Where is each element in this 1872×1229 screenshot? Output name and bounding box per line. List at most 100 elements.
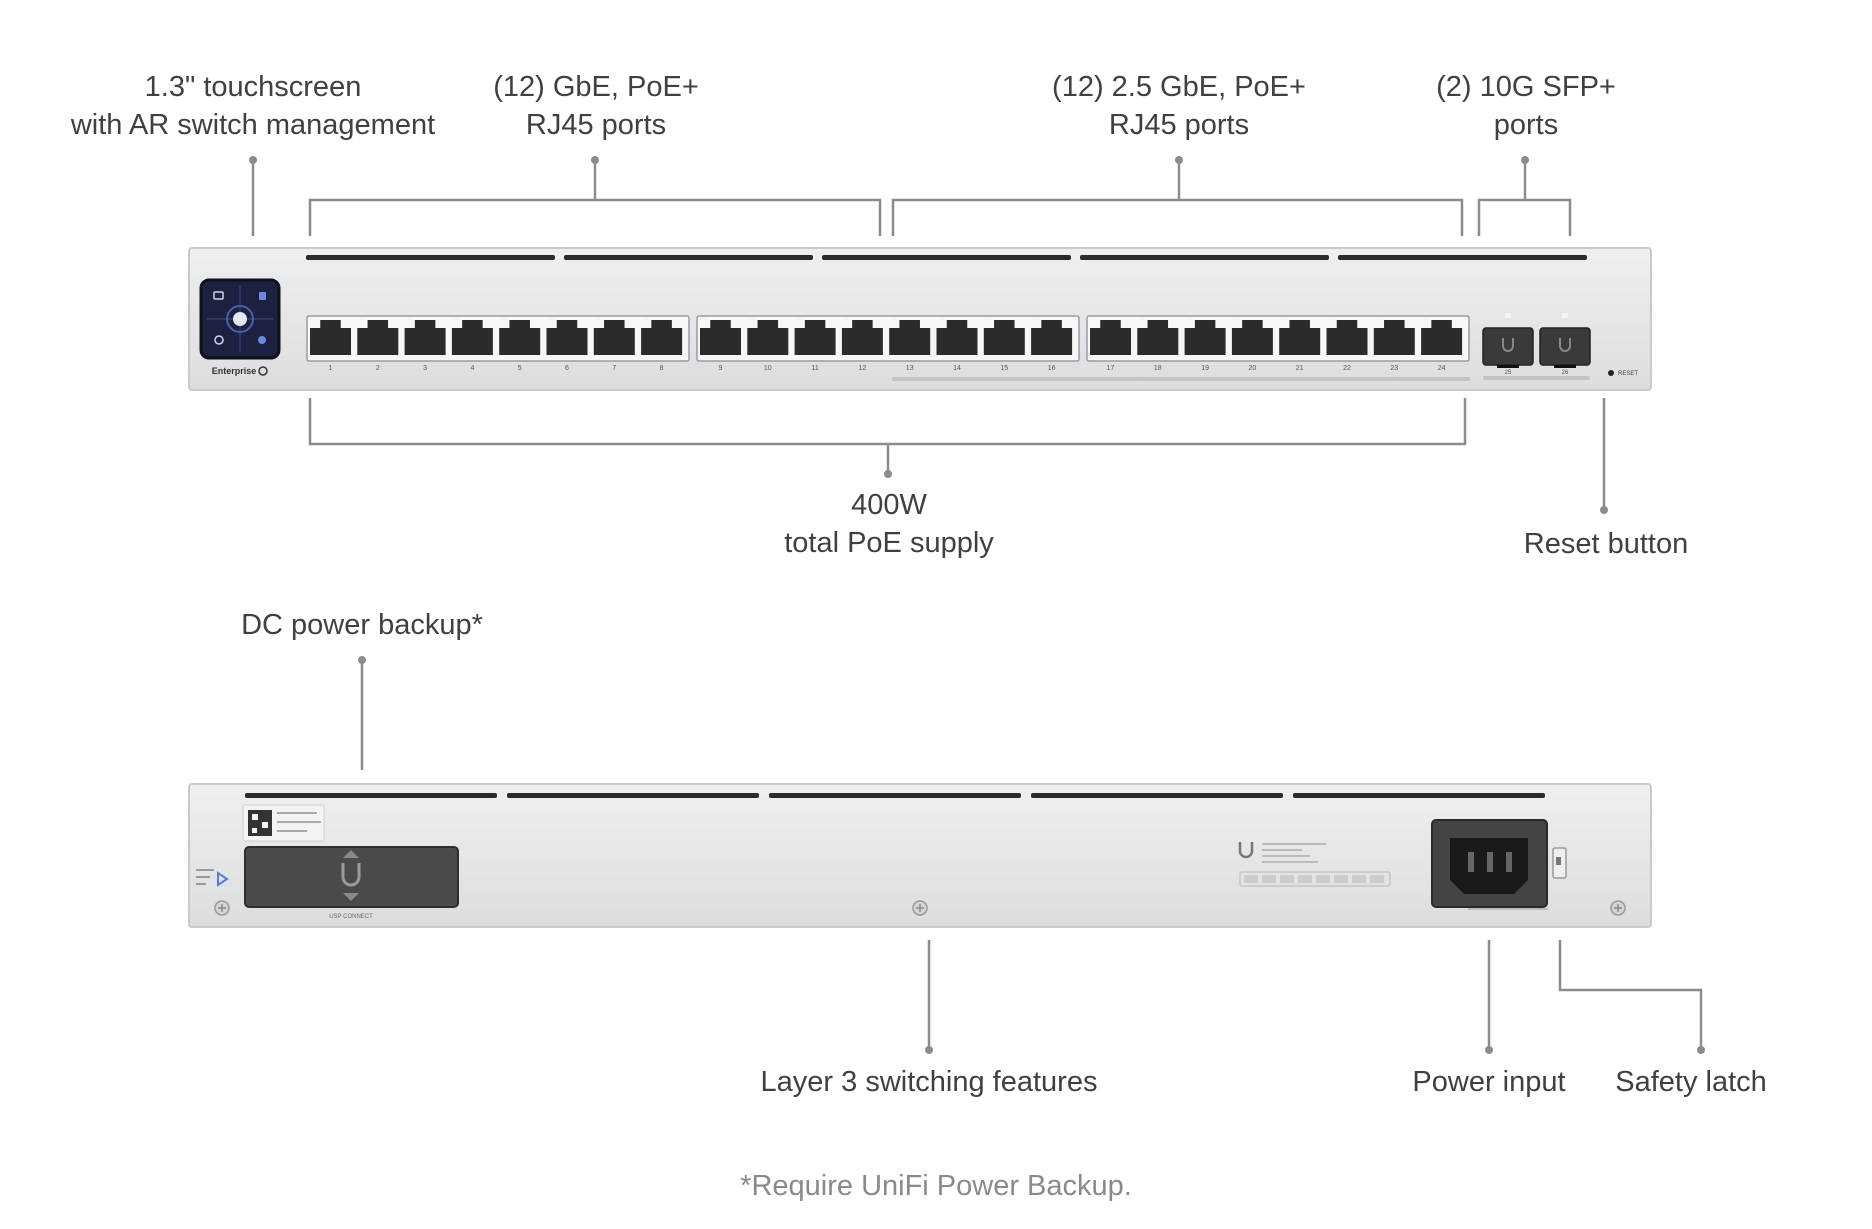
switch-back-panel: USP CONNECT [188, 783, 1652, 928]
rj45-port-6 [546, 317, 588, 355]
sfp-ports [1482, 313, 1591, 368]
rj45-port-11 [794, 317, 836, 355]
label-reset-button: Reset button [1524, 525, 1688, 563]
port-number-13: 13 [906, 365, 914, 372]
port-number-14: 14 [953, 365, 961, 372]
port-number-23: 23 [1390, 365, 1398, 372]
label-reset-button-text: Reset button [1523, 528, 1689, 560]
port-number-16: 16 [1048, 365, 1056, 372]
label-25gbe-ports-line1: (12) 2.5 GbE, PoE+ [1052, 71, 1306, 103]
port-led-bar [892, 377, 1470, 381]
label-sfp-ports: (2) 10G SFP+ ports [1436, 68, 1616, 144]
rj45-port-16 [1031, 317, 1073, 355]
label-layer3-text: Layer 3 switching features [760, 1066, 1098, 1098]
rj45-port-18 [1137, 317, 1179, 355]
port-number-8: 8 [660, 365, 664, 372]
port-number-19: 19 [1201, 365, 1209, 372]
port-number-7: 7 [612, 365, 616, 372]
rj45-port-12 [841, 317, 883, 355]
port-number-17: 17 [1107, 365, 1115, 372]
brand-text: Enterprise [212, 366, 257, 376]
label-sfp-ports-line1: (2) 10G SFP+ [1436, 71, 1616, 103]
port-number-12: 12 [859, 365, 867, 372]
port-number-9: 9 [719, 365, 723, 372]
back-callout-lines [360, 660, 1703, 1050]
reset-hole-icon [1608, 370, 1614, 376]
rj45-port-17 [1090, 317, 1131, 355]
port-number-1: 1 [329, 365, 333, 372]
front-callout-dots [249, 156, 1608, 514]
rj45-port-14 [936, 317, 978, 355]
sfp-port-25 [1482, 327, 1534, 366]
port-number-2: 2 [376, 365, 380, 372]
port-number-20: 20 [1249, 365, 1257, 372]
label-touchscreen: 1.3" touchscreen with AR switch manageme… [71, 68, 435, 144]
footnote: *Require UniFi Power Backup. [740, 1170, 1132, 1202]
label-safety-latch: Safety latch [1615, 1063, 1767, 1101]
port-number-6: 6 [565, 365, 569, 372]
port-number-11: 11 [811, 365, 818, 372]
rj45-port-1 [310, 317, 351, 355]
label-25gbe-ports: (12) 2.5 GbE, PoE+ RJ45 ports [1052, 68, 1306, 144]
rj45-port-23 [1373, 317, 1415, 355]
rj45-ports [310, 317, 1463, 355]
port-number-10: 10 [764, 365, 772, 372]
touchscreen-display [199, 278, 281, 360]
rj45-port-3 [404, 317, 446, 355]
rj45-port-21 [1279, 317, 1321, 355]
port-number-5: 5 [518, 365, 522, 372]
label-dc-power-backup: DC power backup* [241, 606, 483, 644]
rj45-port-22 [1326, 317, 1368, 355]
rj45-port-5 [499, 317, 541, 355]
rj45-port-7 [593, 317, 635, 355]
label-power-input-text: Power input [1412, 1066, 1566, 1098]
rj45-port-20 [1231, 317, 1273, 355]
label-poe-supply-line1: 400W [851, 489, 927, 521]
screw-marks [218, 904, 1622, 912]
sfp-number-26: 26 [1562, 370, 1569, 376]
label-touchscreen-line2: with AR switch management [70, 109, 436, 141]
usp-connect-text: USP CONNECT [329, 914, 373, 920]
rj45-port-10 [747, 317, 789, 355]
label-gbe-ports: (12) GbE, PoE+ RJ45 ports [493, 68, 699, 144]
port-number-3: 3 [423, 365, 427, 372]
label-poe-supply-line2: total PoE supply [784, 527, 994, 559]
back-vent-slots [245, 793, 1545, 798]
label-poe-supply: 400W total PoE supply [784, 486, 994, 562]
rj45-port-15 [983, 317, 1025, 355]
rj45-port-9 [700, 317, 741, 355]
rj45-port-13 [889, 317, 931, 355]
front-callout-lines [251, 160, 1606, 510]
sfp-number-25: 25 [1505, 370, 1512, 376]
rj45-port-8 [641, 317, 683, 355]
label-sfp-ports-line2: ports [1493, 109, 1559, 141]
reset-text: RESET [1618, 371, 1638, 377]
sfp-led-bar [1483, 376, 1590, 380]
port-number-4: 4 [470, 365, 474, 372]
port-number-21: 21 [1296, 365, 1304, 372]
port-group-frames [306, 315, 1470, 362]
port-number-15: 15 [1000, 365, 1008, 372]
port-number-18: 18 [1154, 365, 1162, 372]
dc-power-backup-port [244, 846, 459, 908]
brand-logo-icon [258, 366, 268, 376]
label-layer3: Layer 3 switching features [761, 1063, 1098, 1101]
rj45-port-2 [357, 317, 399, 355]
label-25gbe-ports-line2: RJ45 ports [1108, 109, 1250, 141]
qr-label-sticker [242, 804, 325, 842]
port-number-22: 22 [1343, 365, 1351, 372]
back-callout-dots [358, 656, 1705, 1054]
rj45-port-4 [451, 317, 493, 355]
safety-latch [1552, 847, 1567, 879]
power-input-socket [1431, 819, 1548, 910]
rj45-port-19 [1184, 317, 1226, 355]
rj45-port-24 [1421, 317, 1463, 355]
label-gbe-ports-line1: (12) GbE, PoE+ [493, 71, 699, 103]
port-number-24: 24 [1438, 365, 1446, 372]
label-safety-latch-text: Safety latch [1615, 1066, 1767, 1098]
sfp-port-26 [1539, 327, 1591, 366]
regulatory-label [1238, 842, 1391, 887]
